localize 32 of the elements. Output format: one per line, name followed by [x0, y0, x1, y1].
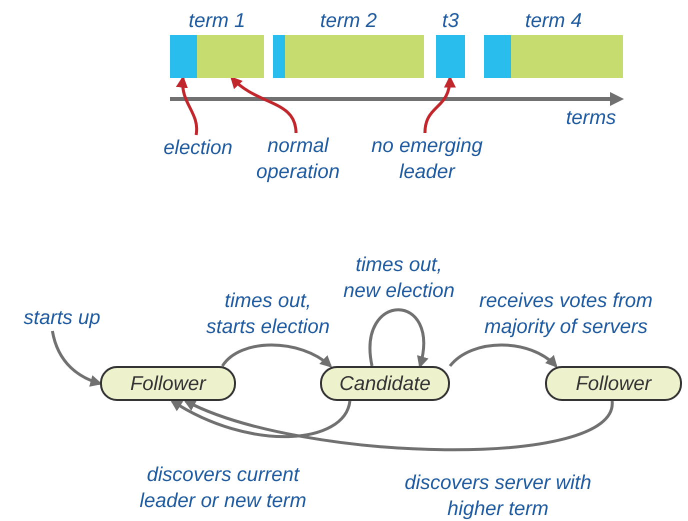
annotation-text: starts up [14, 305, 110, 331]
term-label: term 2 [319, 9, 378, 34]
edge-label: discovers server with higher term [404, 471, 592, 521]
edge-label: discovers current leader or new term [138, 463, 308, 514]
arrow [448, 344, 558, 368]
edge-label: receives votes from majority of servers [478, 289, 654, 340]
edge-label: times out, starts election [205, 289, 331, 340]
arrow [183, 399, 614, 452]
phase-segment [273, 35, 285, 78]
edge-label: times out, new election [342, 253, 456, 304]
phase-segment [285, 35, 424, 78]
annotation-text: no emerging leader [358, 133, 496, 185]
annotation-text: election [152, 135, 244, 161]
arrow [221, 344, 332, 368]
leader-arrow [230, 76, 298, 134]
state-box: Candidate [320, 366, 450, 401]
arrow [170, 400, 352, 438]
term-label: term 4 [524, 9, 583, 34]
phase-segment [511, 35, 623, 78]
leader-arrow [176, 76, 198, 136]
annotation-text: normal operation [248, 133, 348, 185]
phase-segment [484, 35, 511, 78]
term-label: term 1 [188, 9, 246, 34]
leader-arrow [423, 76, 456, 134]
phase-segment [170, 35, 197, 78]
arrow [50, 330, 102, 386]
state-box: Follower [545, 366, 682, 401]
axis-label: terms [566, 106, 616, 131]
term-label: t3 [441, 9, 460, 34]
phase-segment [197, 35, 264, 78]
arrow [368, 308, 428, 368]
state-box: Follower [100, 366, 236, 401]
